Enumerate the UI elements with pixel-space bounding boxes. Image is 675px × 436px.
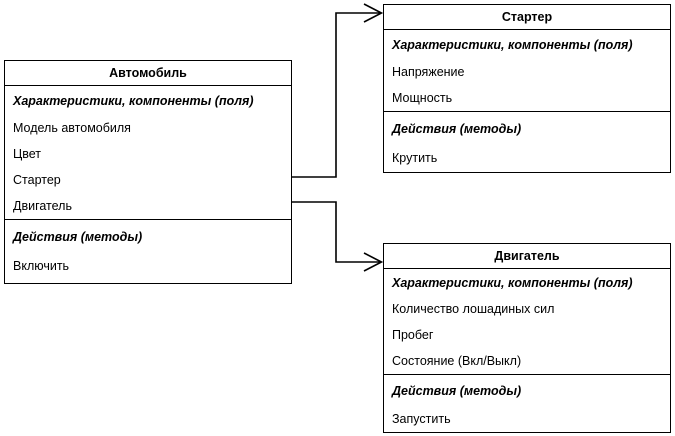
- uml-fields-compartment-starter: Характеристики, компоненты (поля) Напряж…: [384, 30, 670, 111]
- uml-class-avtomobil[interactable]: Автомобиль Характеристики, компоненты (п…: [4, 60, 292, 284]
- uml-class-title-avtomobil: Автомобиль: [5, 61, 291, 86]
- uml-method-row: Включить: [13, 259, 70, 273]
- uml-field-row: Цвет: [13, 147, 42, 161]
- connector-avtomobil-to-dvigatel: [291, 201, 384, 272]
- arrowhead-open-v-dvigatel: [363, 252, 384, 272]
- uml-field-row: Двигатель: [13, 199, 72, 213]
- uml-field-row: Напряжение: [392, 65, 465, 79]
- uml-field-row: Пробег: [392, 328, 434, 342]
- uml-field-row: Мощность: [392, 91, 453, 105]
- uml-methods-compartment-starter: Действия (методы) Крутить: [384, 111, 670, 174]
- uml-class-starter[interactable]: Стартер Характеристики, компоненты (поля…: [383, 4, 671, 173]
- uml-methods-compartment-dvigatel: Действия (методы) Запустить: [384, 374, 670, 432]
- uml-fields-compartment-avtomobil: Характеристики, компоненты (поля) Модель…: [5, 86, 291, 219]
- connector-avtomobil-to-starter: [291, 3, 384, 178]
- arrowhead-open-v-starter: [363, 3, 384, 23]
- uml-methods-heading-dvigatel: Действия (методы): [392, 383, 522, 398]
- uml-method-row: Крутить: [392, 151, 438, 165]
- uml-class-title-starter: Стартер: [384, 5, 670, 30]
- uml-fields-heading-avtomobil: Характеристики, компоненты (поля): [13, 93, 254, 108]
- uml-field-row: Модель автомобиля: [13, 121, 131, 135]
- uml-field-row: Состояние (Вкл/Выкл): [392, 354, 522, 368]
- uml-method-row: Запустить: [392, 412, 451, 426]
- uml-field-row: Количество лошадиных сил: [392, 302, 555, 316]
- uml-class-dvigatel[interactable]: Двигатель Характеристики, компоненты (по…: [383, 243, 671, 433]
- uml-fields-compartment-dvigatel: Характеристики, компоненты (поля) Количе…: [384, 269, 670, 374]
- uml-field-row: Стартер: [13, 173, 61, 187]
- uml-methods-compartment-avtomobil: Действия (методы) Включить: [5, 219, 291, 282]
- uml-methods-heading-starter: Действия (методы): [392, 121, 522, 136]
- uml-fields-heading-dvigatel: Характеристики, компоненты (поля): [392, 275, 633, 290]
- uml-methods-heading-avtomobil: Действия (методы): [13, 229, 143, 244]
- uml-class-title-dvigatel: Двигатель: [384, 244, 670, 269]
- uml-fields-heading-starter: Характеристики, компоненты (поля): [392, 37, 633, 52]
